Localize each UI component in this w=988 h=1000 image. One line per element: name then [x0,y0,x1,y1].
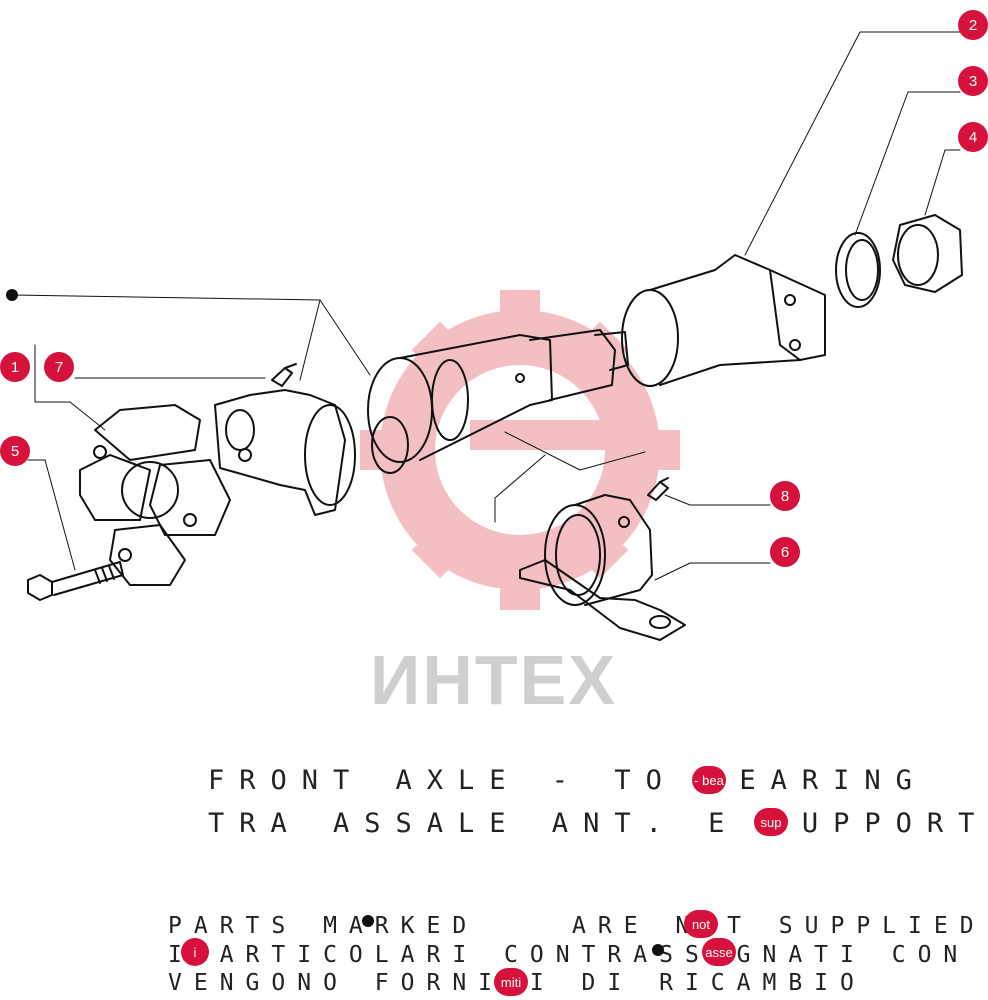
callout-5[interactable]: 5 [0,436,30,466]
callout-3[interactable]: 3 [958,66,988,96]
universal-joint-cross [79,404,231,586]
note-line-2: I ARTICOLARI CONTRASSEGNATI CON [168,942,970,968]
title-tag-bea[interactable]: - bea [692,766,726,794]
splined-shaft [367,329,629,474]
yoke [214,389,356,516]
grease-fitting-7 [271,363,297,387]
callout-4[interactable]: 4 [958,122,988,152]
marker-dot [6,289,18,301]
callout-8[interactable]: 8 [770,481,800,511]
shaft-sleeve [621,254,826,387]
title-tag-sup[interactable]: sup [754,808,788,836]
title-line-2: TRA ASSALE ANT. E SUPPORTO [208,808,988,839]
callout-6[interactable]: 6 [770,537,800,567]
callout-1[interactable]: 1 [0,352,30,382]
note-line-1b: ARE NOT SUPPLIED [572,913,986,939]
watermark-logo [360,290,680,610]
callout-2[interactable]: 2 [958,10,988,40]
watermark-text: ИНТЕХ [370,641,618,719]
nut [892,214,963,293]
note-tag-i[interactable]: i [181,938,209,966]
leader-lines [11,31,961,581]
note-marker-dot-2 [652,944,664,956]
note-marker-dot-1 [362,915,374,927]
note-tag-not[interactable]: not [684,910,718,938]
grease-fitting-8 [647,477,669,501]
bearing-support [519,494,686,641]
title-line-1: FRONT AXLE - TO BEARING [208,765,927,796]
bolt [27,561,124,601]
callout-7[interactable]: 7 [44,352,74,382]
ring-seal [835,232,881,308]
note-line-1a: PARTS MARKED [168,913,479,939]
note-tag-asse[interactable]: asse [702,938,736,966]
note-tag-miti[interactable]: miti [494,968,528,996]
